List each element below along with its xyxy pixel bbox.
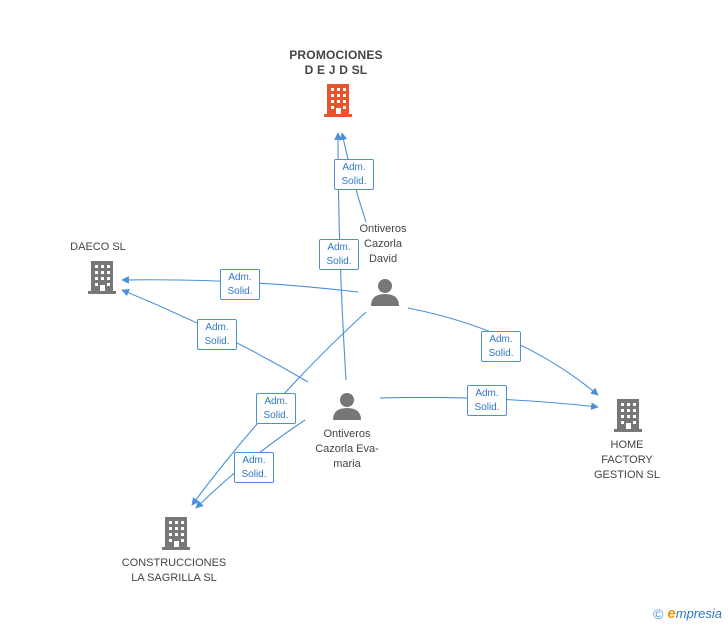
node-label-eva[interactable]: Ontiveros Cazorla Eva- maria [315,428,379,470]
building-icon-daeco[interactable] [86,259,118,295]
node-label-promociones[interactable]: PROMOCIONES D E J D SL [289,48,383,77]
node-label-construcciones[interactable]: CONSTRUCCIONES LA SAGRILLA SL [121,557,227,584]
building-icon-construcciones[interactable] [160,515,192,551]
node-label-david[interactable]: Ontiveros Cazorla David [359,223,407,265]
node-label-home-factory[interactable]: HOME FACTORY GESTION SL [593,439,661,481]
edge-label-david-daeco[interactable]: Adm. Solid. [220,269,260,300]
edge-label-david-promociones[interactable]: Adm. Solid. [334,159,374,190]
brand-footer[interactable]: © empresia [653,605,722,622]
edge-label-david-construcciones[interactable]: Adm. Solid. [256,393,296,424]
edge-label-eva-promociones[interactable]: Adm. Solid. [319,239,359,270]
brand-initial: e [667,605,676,622]
edge-label-eva-daeco[interactable]: Adm. Solid. [197,319,237,350]
building-icon-promociones[interactable] [322,82,354,118]
copyright-symbol: © [653,605,664,622]
person-icon-eva[interactable] [332,392,362,420]
empresia-logo: empresia [667,605,722,622]
brand-name: mpresia [675,606,722,621]
edge-label-eva-construcciones[interactable]: Adm. Solid. [234,452,274,483]
node-label-daeco[interactable]: DAECO SL [70,241,126,253]
building-icon-home-factory[interactable] [612,397,644,433]
edge-label-david-home[interactable]: Adm. Solid. [481,331,521,362]
edge-label-eva-home[interactable]: Adm. Solid. [467,385,507,416]
person-icon-david[interactable] [370,278,400,306]
